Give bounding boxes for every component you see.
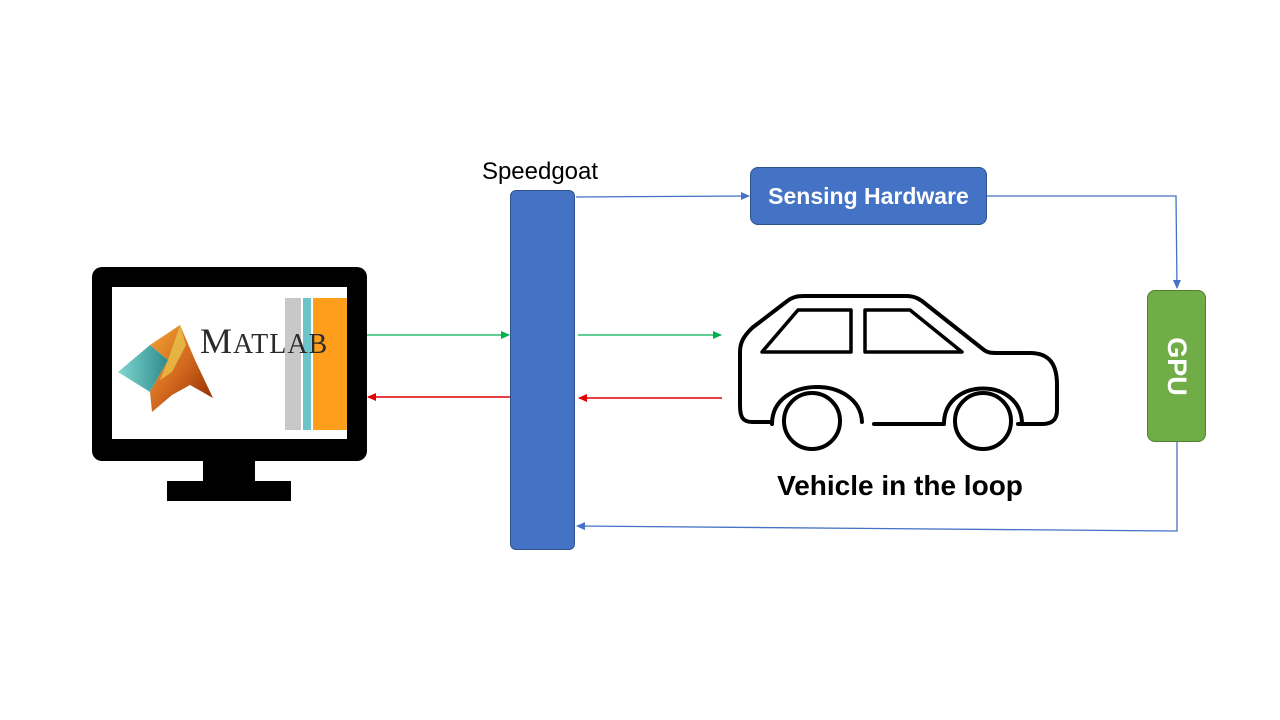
arrow-sensing-to-gpu [987,195,1181,289]
arrow-speedgoat-to-sensing [575,192,750,201]
gpu-label: GPU [1162,336,1193,396]
car-icon [738,294,1059,451]
speedgoat-block [510,190,575,550]
sensing-hardware-label: Sensing Hardware [768,182,969,209]
gpu-box: GPU [1147,290,1206,442]
vehicle-caption: Vehicle in the loop [777,470,1023,501]
monitor-icon [92,267,367,501]
matlab-wordmark-first: M [200,321,234,361]
matlab-wordmark-rest: ATLAB [233,329,329,360]
matlab-wordmark: MATLAB [200,320,328,362]
matlab-logo-icon [118,325,213,412]
arrow-gpu-to-speedgoat [576,442,1178,532]
speedgoat-label: Speedgoat [481,158,599,185]
sensing-hardware-box: Sensing Hardware [750,167,987,225]
